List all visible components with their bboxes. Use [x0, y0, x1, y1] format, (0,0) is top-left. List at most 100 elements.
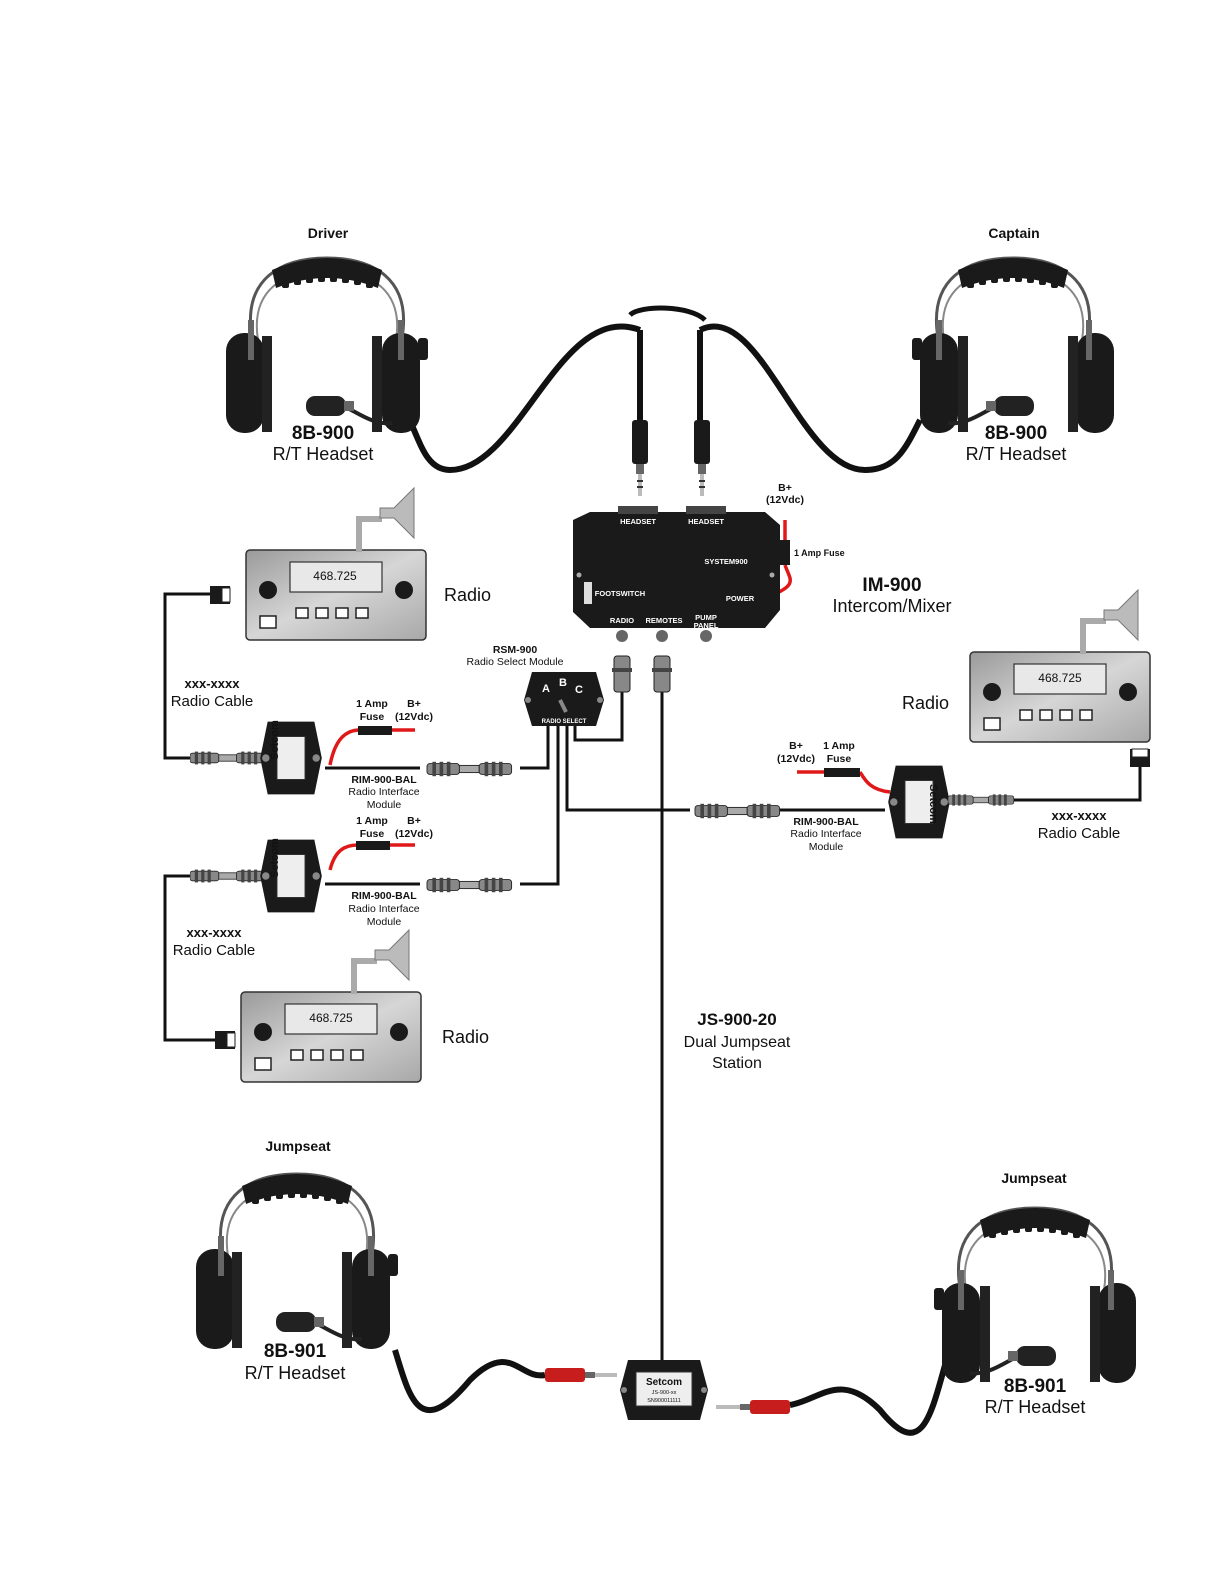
captain-desc: R/T Headset: [966, 444, 1067, 464]
rim3-fuse-2: Fuse: [827, 753, 852, 765]
mixer-port-pump-1: PUMP: [695, 613, 717, 622]
mixer-port-pump-2: PANEL: [694, 621, 719, 630]
rim3-volt: (12Vdc): [777, 753, 815, 765]
rim1-brand: Setcom: [269, 720, 281, 760]
jumpseat-left-headset-icon: [194, 1172, 400, 1351]
mixer-port-remotes: REMOTES: [645, 616, 682, 625]
rim3-radio-connector-icon: [948, 794, 1015, 806]
rim2-desc-1: Radio Interface: [348, 903, 419, 915]
mixer-desc: Intercom/Mixer: [832, 596, 951, 616]
mixer-port-headset-1: HEADSET: [620, 517, 656, 526]
rim1-radio-connector-icon: [190, 751, 266, 765]
power-wires: [328, 520, 891, 871]
rim1-fuse-1: 1 Amp: [356, 698, 388, 710]
rim1-bplus: B+: [407, 698, 421, 710]
rim3-model: RIM-900-BAL: [793, 816, 859, 828]
mixer-port-headset-2: HEADSET: [688, 517, 724, 526]
rim3-input-connector-icon: [694, 803, 781, 819]
driver-desc: R/T Headset: [273, 444, 374, 464]
mixer-port-radio: RADIO: [610, 616, 634, 625]
js-desc-2: Station: [712, 1055, 762, 1072]
mixer-fuse: 1 Amp Fuse: [794, 548, 845, 558]
rim2-fuse-1: 1 Amp: [356, 815, 388, 827]
rim3-desc-2: Module: [809, 841, 844, 853]
rim3-brand: Setcom: [927, 784, 939, 824]
jumpseat-right-headset-icon: [932, 1206, 1138, 1385]
radio-cable-1-desc: Radio Cable: [171, 693, 254, 710]
jumpseat-right-role: Jumpseat: [1001, 1170, 1067, 1186]
rim2-fuse-2: Fuse: [360, 828, 385, 840]
im900-mixer: HEADSET HEADSET SYSTEM900 FOOTSWITCH POW…: [573, 506, 780, 642]
radio-1-label: Radio: [444, 585, 491, 605]
rsm-model: RSM-900: [493, 644, 538, 656]
rim2-desc-2: Module: [367, 916, 402, 928]
jumpseat-left-role: Jumpseat: [265, 1138, 331, 1154]
js900-station: Setcom JS-900-xx SN900011111: [620, 1360, 708, 1420]
mixer-bplus: B+: [778, 482, 792, 494]
js-plate-2: SN900011111: [647, 1398, 681, 1404]
mixer-name-plate: SYSTEM900: [704, 557, 747, 566]
jumpseat-left-desc: R/T Headset: [245, 1363, 346, 1383]
radio-bottom-left-icon: [240, 929, 422, 1083]
radio-cable-3-desc: Radio Cable: [1038, 825, 1121, 842]
jumpseat-right-model: 8B-901: [1004, 1376, 1067, 1397]
jumpseat-right-desc: R/T Headset: [985, 1397, 1086, 1417]
radio-cable-2-part: xxx-xxxx: [187, 925, 243, 940]
rim1-desc-1: Radio Interface: [348, 786, 419, 798]
radio-cable-1-part: xxx-xxxx: [185, 676, 241, 691]
mixer-volt: (12Vdc): [766, 494, 804, 506]
rim2-brand: Setcom: [269, 838, 281, 878]
radio-cable-ends: [210, 586, 1150, 1049]
radio-3-freq: 468.725: [309, 1011, 353, 1025]
js-plate-1: JS-900-xx: [652, 1390, 677, 1396]
jumpseat-left-model: 8B-901: [264, 1341, 327, 1362]
rim1-output-connector-icon: [426, 761, 513, 777]
radio-1-freq: 468.725: [313, 569, 357, 583]
captain-model: 8B-900: [985, 423, 1047, 444]
radio-2-freq: 468.725: [1038, 671, 1082, 685]
rim1-model: RIM-900-BAL: [351, 774, 417, 786]
rsm-pos-a: A: [542, 683, 550, 695]
rim2-model: RIM-900-BAL: [351, 890, 417, 902]
js-model: JS-900-20: [697, 1010, 776, 1029]
radio-3-label: Radio: [442, 1027, 489, 1047]
rsm-desc: Radio Select Module: [467, 656, 564, 668]
fuses: [356, 540, 860, 850]
headset-plug-icon: [632, 420, 648, 496]
rim2-radio-connector-icon: [190, 869, 266, 883]
rim1-fuse-2: Fuse: [360, 711, 385, 723]
rim3-bplus: B+: [789, 740, 803, 752]
radio-cable-3-part: xxx-xxxx: [1052, 808, 1108, 823]
headset-plug-icon: [694, 420, 710, 496]
jumpseat-plugs: [545, 1368, 790, 1414]
radio-2-label: Radio: [902, 693, 949, 713]
captain-role: Captain: [988, 225, 1039, 241]
rim3-module-icon: [887, 765, 951, 839]
rsm900-module: A B C RADIO SELECT: [524, 672, 604, 726]
driver-headset-icon: [224, 256, 430, 435]
rsm-pos-b: B: [559, 677, 567, 689]
rim2-output-connector-icon: [426, 877, 513, 893]
radio-top-left-icon: [245, 487, 427, 641]
mixer-port-power: POWER: [726, 594, 755, 603]
rim2-volt: (12Vdc): [395, 828, 433, 840]
rim1-desc-2: Module: [367, 799, 402, 811]
mixer-bottom-connectors: [612, 655, 672, 693]
rim3-desc-1: Radio Interface: [790, 828, 861, 840]
driver-model: 8B-900: [292, 423, 354, 444]
driver-role: Driver: [308, 225, 349, 241]
js-desc-1: Dual Jumpseat: [684, 1034, 791, 1051]
rim3-fuse-1: 1 Amp: [823, 740, 855, 752]
mixer-port-footswitch: FOOTSWITCH: [595, 589, 645, 598]
rim2-bplus: B+: [407, 815, 421, 827]
rsm-pos-c: C: [575, 684, 583, 696]
radio-cable-2-desc: Radio Cable: [173, 942, 256, 959]
rsm-plate: RADIO SELECT: [542, 719, 587, 725]
captain-headset-icon: [910, 256, 1116, 435]
js-brand: Setcom: [646, 1377, 682, 1388]
rim1-volt: (12Vdc): [395, 711, 433, 723]
cables: [163, 305, 1142, 1436]
radio-right-icon: [969, 589, 1151, 743]
mixer-model: IM-900: [862, 575, 921, 596]
